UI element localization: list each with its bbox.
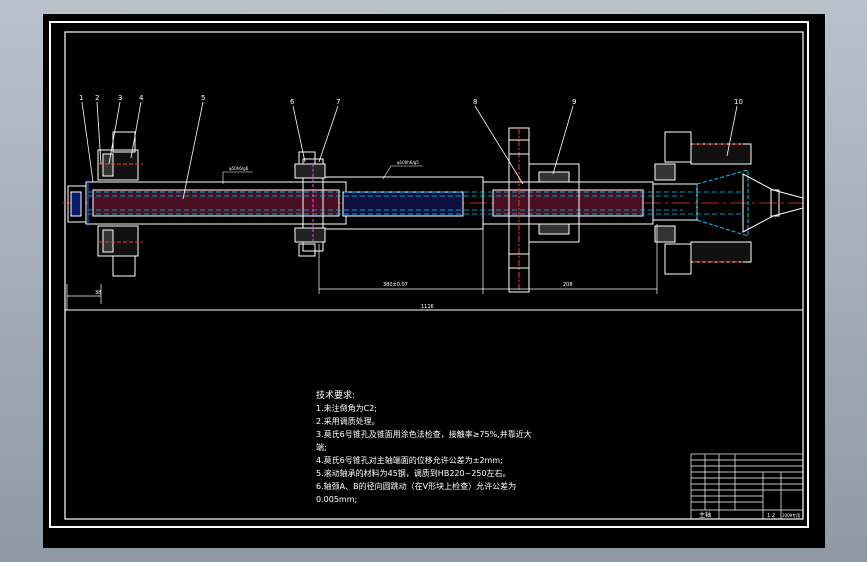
balloon-8: 8	[473, 98, 477, 106]
inner-border	[64, 31, 804, 520]
title-block-scale: 1:2	[767, 513, 775, 519]
cad-drawing: 1 2 3 4 5 6 7 8 9 10 φ50h6/g6 φ100h6/g5 …	[49, 21, 809, 528]
technical-notes: 技术要求: 1.未注倒角为C2; 2.采用调质处理。 3.莫氏6号锥孔及锥面用涂…	[316, 389, 532, 504]
balloon-leaders	[81, 101, 738, 200]
fit-label-mid: φ100h6/g5	[397, 160, 419, 165]
notes-line-3: 3.莫氏6号锥孔及锥面用涂色法检查，接触率≥75%,并靠近大	[316, 429, 532, 439]
cad-viewport[interactable]: 1 2 3 4 5 6 7 8 9 10 φ50h6/g6 φ100h6/g5 …	[43, 14, 825, 548]
notes-line-1: 1.未注倒角为C2;	[316, 403, 377, 413]
spur-gear	[508, 127, 580, 293]
notes-line-6: 5.滚动轴承的材料为45钢，调质到HB220~250左右。	[316, 468, 511, 478]
title-block	[690, 453, 804, 520]
balloon-labels: 1 2 3 4 5 6 7 8 9 10	[79, 94, 743, 106]
middle-bearing	[294, 151, 326, 257]
fit-label-left: φ50h6/g6	[229, 166, 249, 171]
notes-title: 技术要求:	[316, 389, 355, 401]
notes-line-5: 4.莫氏6号锥孔对主轴端面的位移允许公差为±2mm;	[316, 455, 503, 465]
title-block-number: 2009专用	[782, 512, 800, 518]
balloon-3: 3	[118, 94, 122, 102]
notes-line-8: 0.005mm;	[316, 495, 357, 504]
notes-line-2: 2.采用调质处理。	[316, 416, 380, 426]
balloon-10: 10	[734, 98, 743, 106]
title-block-name: 主轴	[699, 511, 711, 519]
balloon-1: 1	[79, 94, 83, 102]
balloon-5: 5	[201, 94, 205, 102]
outer-border	[49, 21, 809, 528]
dim-shaft-seg-3: 208	[563, 282, 573, 288]
balloon-9: 9	[572, 98, 576, 106]
spindle-shaft	[67, 158, 698, 252]
balloon-6: 6	[290, 98, 295, 106]
balloon-7: 7	[336, 98, 340, 106]
dim-shaft-seg-2: 380±0.07	[383, 282, 408, 288]
balloon-2: 2	[95, 94, 99, 102]
notes-line-7: 6.轴颈A、B的径向圆跳动（在V形块上检查）允许公差为	[316, 481, 516, 491]
dim-overall-length: 1116	[421, 304, 434, 310]
fit-callouts	[222, 165, 423, 184]
balloon-4: 4	[139, 94, 144, 102]
notes-line-4: 端;	[316, 442, 327, 452]
right-front-bearing	[654, 131, 804, 275]
hidden-bore-lines	[88, 191, 743, 215]
dimension-lines	[66, 224, 658, 310]
dim-shaft-seg-1: 38	[95, 290, 101, 296]
